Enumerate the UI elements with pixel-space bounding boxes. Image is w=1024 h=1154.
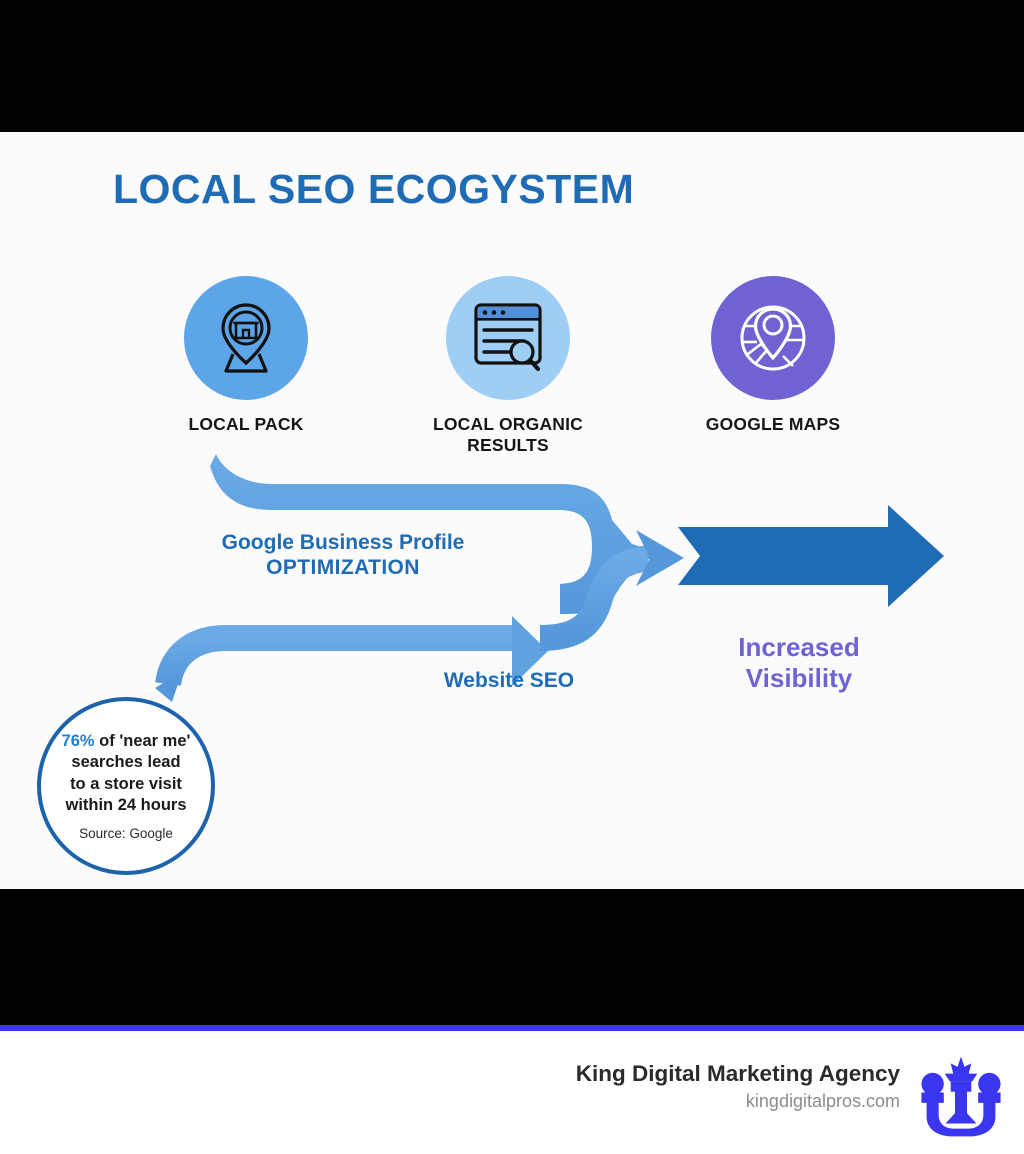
google-maps-disc bbox=[711, 276, 835, 400]
letterbox-bar-bottom bbox=[0, 889, 1024, 1025]
gbp-label-line2: OPTIMIZATION bbox=[266, 556, 420, 580]
node-label-local-organic-results: LOCAL ORGANIC RESULTS bbox=[408, 414, 608, 457]
gbp-label-line1: Google Business Profile bbox=[221, 531, 465, 554]
arrow-path-lower-ribbon-body bbox=[155, 625, 516, 687]
visibility-line1: Increased bbox=[738, 632, 860, 662]
browser-search-results-icon bbox=[474, 303, 542, 371]
arrow-increased-visibility bbox=[678, 505, 944, 607]
node-label-local-pack: LOCAL PACK bbox=[188, 414, 304, 434]
footer-text-block: King Digital Marketing Agency kingdigita… bbox=[576, 1061, 900, 1112]
node-local-pack[interactable]: LOCAL PACK bbox=[146, 276, 346, 435]
footer-agency-name: King Digital Marketing Agency bbox=[575, 1061, 900, 1086]
label-google-business-profile-optimization: Google Business Profile OPTIMIZATION bbox=[178, 530, 508, 580]
arrow-path-merge-connector bbox=[539, 545, 651, 651]
stat-line2: searches lead bbox=[71, 753, 181, 772]
node-google-maps[interactable]: GOOGLE MAPS bbox=[673, 276, 873, 435]
stat-source: Source: Google bbox=[79, 825, 173, 841]
node-label-line1: LOCAL ORGANIC bbox=[432, 414, 584, 434]
brand-accent-rule bbox=[0, 1025, 1024, 1031]
footer-website-url: kingdigitalpros.com bbox=[745, 1091, 900, 1111]
arrow-tail-lower bbox=[155, 672, 182, 702]
infographic-canvas: LOCAL SEO ECOGYSTEM bbox=[0, 132, 1024, 889]
map-pin-storefront-icon bbox=[221, 303, 271, 373]
stat-line3: to a store visit bbox=[70, 774, 182, 793]
visibility-line2: Visibility bbox=[745, 663, 853, 694]
footer-bar: King Digital Marketing Agency kingdigita… bbox=[0, 1031, 1024, 1154]
arrowhead-merge-point bbox=[636, 530, 684, 586]
letterbox-bar-top bbox=[0, 0, 1024, 132]
local-organic-disc bbox=[446, 276, 570, 400]
local-pack-disc bbox=[184, 276, 308, 400]
node-local-organic-results[interactable]: LOCAL ORGANIC RESULTS bbox=[408, 276, 608, 457]
node-label-google-maps: GOOGLE MAPS bbox=[705, 414, 841, 434]
map-globe-pin-icon bbox=[740, 305, 806, 371]
page-title: LOCAL SEO ECOGYSTEM bbox=[113, 166, 635, 212]
arrow-path-local-pack-to-merge bbox=[210, 454, 664, 614]
node-label-line2: RESULTS bbox=[467, 435, 549, 456]
stat-callout-circle: 76% of 'near me' searches lead to a stor… bbox=[37, 697, 215, 875]
arrowhead-website-seo bbox=[512, 616, 548, 686]
stat-line4: within 24 hours bbox=[65, 795, 187, 814]
stat-text: 76% of 'near me' searches lead to a stor… bbox=[50, 731, 203, 815]
flow-arrows-diagram bbox=[155, 454, 944, 702]
king-crown-logo bbox=[921, 1056, 1001, 1137]
label-increased-visibility: Increased Visibility bbox=[688, 632, 910, 694]
stat-line1-rest: of 'near me' bbox=[94, 732, 191, 751]
stat-percent: 76% bbox=[61, 732, 95, 751]
label-website-seo: Website SEO bbox=[443, 669, 575, 692]
